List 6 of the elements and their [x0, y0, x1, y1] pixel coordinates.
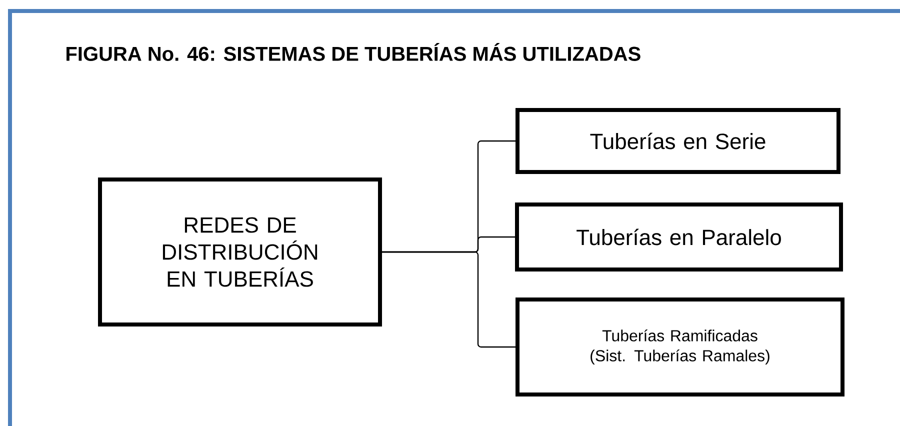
branch-box: Tuberías Ramificadas (Sist. Tuberías Ramales)	[516, 298, 844, 396]
main-box: REDES DE DISTRIBUCIÓN EN TUBERÍAS	[98, 178, 382, 326]
branch-box: Tuberías en Serie	[516, 108, 840, 174]
connector-line	[382, 251, 516, 348]
branch-box: Tuberías en Paralelo	[515, 202, 843, 272]
figure-title: FIGURA No. 46: SISTEMAS DE TUBERÍAS MÁS UTILIZADAS	[66, 43, 640, 61]
